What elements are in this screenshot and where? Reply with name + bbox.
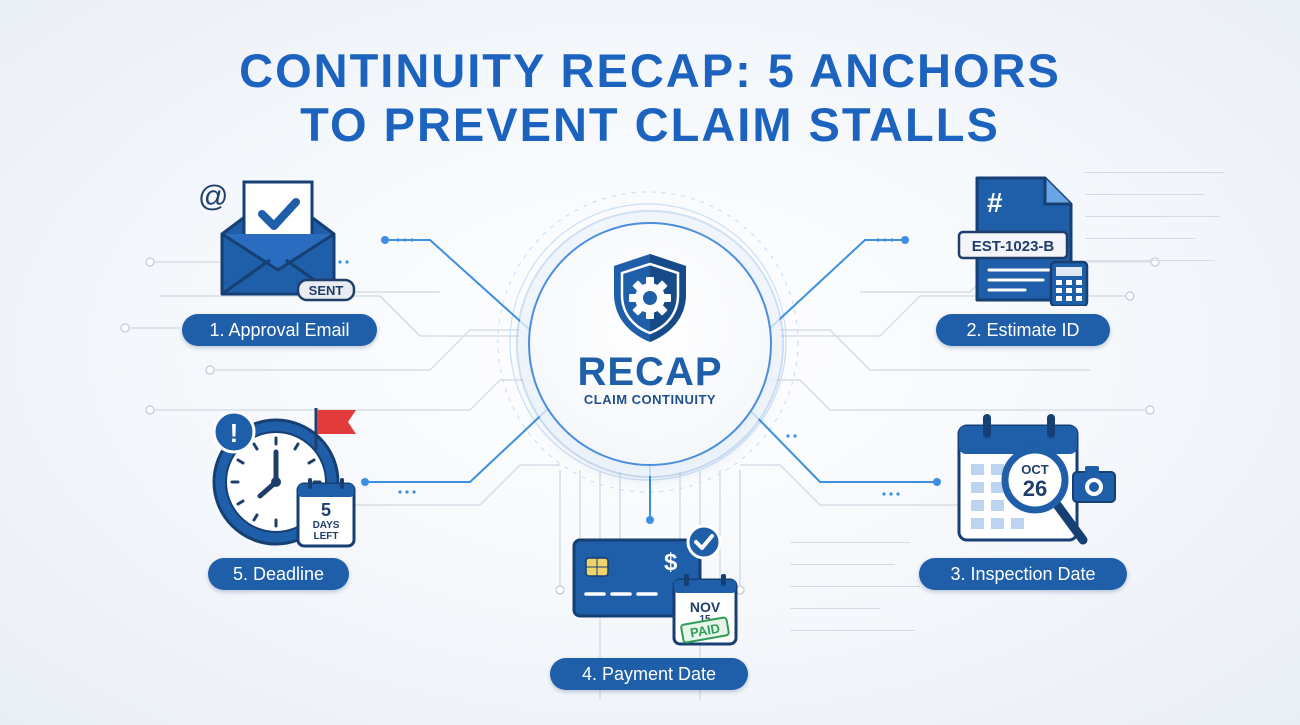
mini-calendar-icon: 5 DAYS LEFT xyxy=(296,478,356,548)
estimate-id-tag: EST-1023-B xyxy=(972,238,1055,255)
anchor-label-approval-email: 1. Approval Email xyxy=(182,314,377,346)
days-unit-line-2: LEFT xyxy=(314,531,339,542)
credit-card-icon: $ NOV 15 PAID xyxy=(572,524,738,646)
payment-calendar-icon: NOV 15 PAID xyxy=(672,574,738,646)
anchor-label-payment-date: 4. Payment Date xyxy=(550,658,748,690)
page-title-line-2: TO PREVENT CLAIM STALLS xyxy=(300,98,1000,151)
hub-subtitle: CLAIM CONTINUITY xyxy=(583,392,717,407)
recap-hub: RECAP CLAIM CONTINUITY xyxy=(528,222,772,466)
hub-title: RECAP xyxy=(577,350,723,394)
camera-icon xyxy=(1072,466,1116,503)
days-count: 5 xyxy=(321,500,331,520)
anchor-label-estimate-id: 2. Estimate ID xyxy=(936,314,1110,346)
sent-tag: SENT xyxy=(309,283,344,298)
dollar-sign-icon: $ xyxy=(664,549,678,576)
payment-month: NOV xyxy=(690,599,721,615)
decorative-code-lines-bottom xyxy=(790,525,930,635)
calculator-icon xyxy=(1049,260,1089,306)
inspection-month: OCT xyxy=(1021,462,1049,477)
clock-icon: ! 5 DAYS LEFT xyxy=(212,408,356,548)
payment-day: 15 xyxy=(699,614,711,625)
page-title-line-1: CONTINUITY RECAP: 5 ANCHORS xyxy=(239,44,1061,97)
anchor-label-inspection-date: 3. Inspection Date xyxy=(919,558,1127,590)
document-icon: # EST-1023-B xyxy=(957,176,1089,306)
shield-gear-icon xyxy=(614,254,686,342)
calendar-search-icon: OCT 26 xyxy=(957,414,1116,545)
alert-icon: ! xyxy=(230,418,239,448)
anchor-label-deadline: 5. Deadline xyxy=(208,558,349,590)
days-unit-line-1: DAYS xyxy=(313,520,340,531)
red-flag-icon xyxy=(314,408,356,450)
inspection-day: 26 xyxy=(1023,476,1047,501)
hash-sign-icon: # xyxy=(987,187,1003,218)
paid-stamp: PAID xyxy=(689,620,721,640)
envelope-check-icon: @ SENT xyxy=(198,180,356,302)
at-sign-icon: @ xyxy=(198,180,228,213)
decorative-code-lines-right xyxy=(1085,155,1235,265)
